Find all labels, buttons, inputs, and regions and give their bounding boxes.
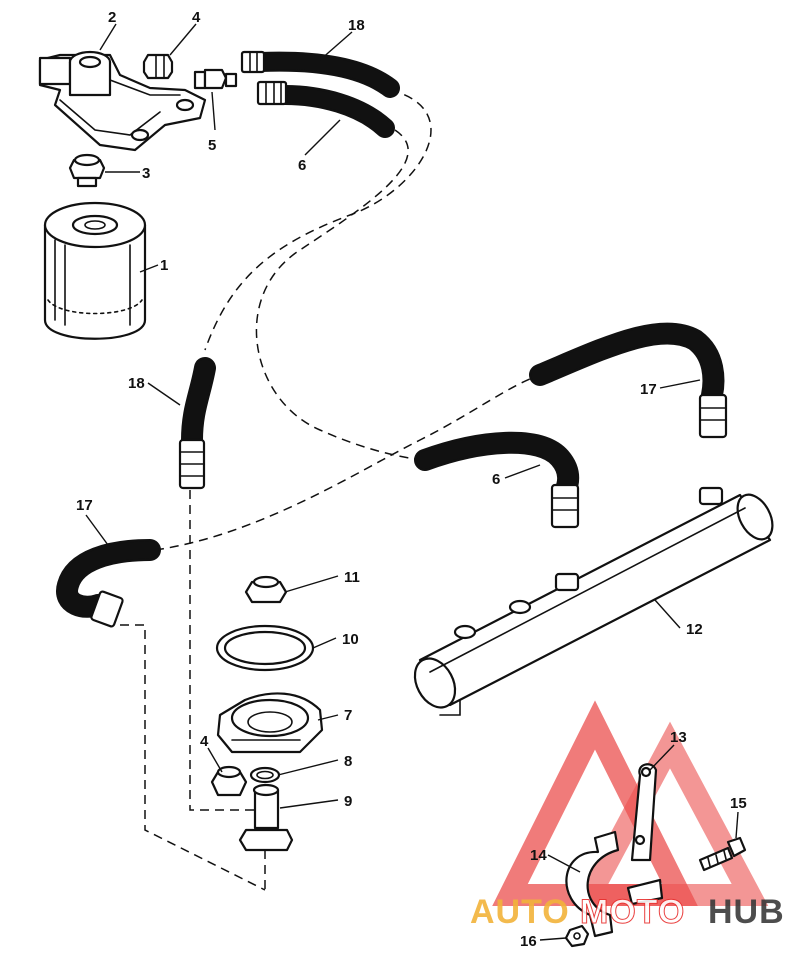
- part-1-oil-filter: [43, 201, 147, 340]
- part-9-connector: [238, 783, 294, 852]
- part-18-hose-top: [240, 50, 400, 98]
- watermark-text-left: AUTO: [470, 893, 570, 931]
- callout-5: 5: [208, 137, 216, 154]
- part-11-fitting: [244, 575, 288, 604]
- part-8-o-ring: [249, 766, 281, 784]
- callout-17-left: 17: [76, 497, 93, 514]
- watermark-logo: [492, 700, 769, 906]
- part-3-plug: [68, 153, 106, 188]
- callout-labels: 2 4 18 5 6 3 1 18 17 17 6 11 10 12 7 4 8…: [76, 9, 747, 950]
- watermark-triangle-right: [571, 721, 769, 906]
- part-13-bracket: [630, 763, 658, 862]
- callout-17-right: 17: [640, 381, 657, 398]
- callout-14: 14: [530, 847, 547, 864]
- watermark-text-right: HUB: [708, 893, 785, 931]
- part-17-hose-left: [56, 539, 161, 628]
- part-6-hose-middle: [414, 431, 580, 529]
- part-17-hose-right: [529, 322, 728, 439]
- callout-6-top: 6: [298, 157, 306, 174]
- callout-1: 1: [160, 257, 168, 274]
- part-6-hose-top: [256, 80, 395, 138]
- callout-6-middle: 6: [492, 471, 500, 488]
- part-4-adapter-bottom: [210, 765, 248, 797]
- callout-3: 3: [142, 165, 150, 182]
- callout-7: 7: [344, 707, 352, 724]
- callout-4-bottom: 4: [200, 733, 209, 750]
- part-15-bolt: [698, 836, 747, 872]
- part-10-gasket: [215, 624, 315, 672]
- callout-13: 13: [670, 729, 687, 746]
- part-18-hose-middle: [178, 357, 216, 490]
- callout-4-top: 4: [192, 9, 201, 26]
- callout-10: 10: [342, 631, 359, 648]
- part-2-filter-adapter: [38, 50, 207, 152]
- callout-12: 12: [686, 621, 703, 638]
- callout-15: 15: [730, 795, 747, 812]
- part-4-adapter-top: [142, 53, 174, 80]
- part-5-fitting: [193, 68, 238, 90]
- callout-2: 2: [108, 9, 116, 26]
- callout-11: 11: [344, 569, 360, 586]
- callout-16: 16: [520, 933, 537, 950]
- callout-9: 9: [344, 793, 352, 810]
- watermark-text: AUTO MOTO HUB: [470, 893, 785, 932]
- part-12-oil-cooler: [413, 486, 774, 716]
- callout-8: 8: [344, 753, 352, 770]
- callout-18-middle: 18: [128, 375, 145, 392]
- callout-18-top: 18: [348, 17, 365, 34]
- watermark-text-mid: MOTO: [580, 893, 685, 931]
- hose-routing-lines: [120, 89, 541, 891]
- part-14-clamp: [565, 830, 664, 938]
- leader-lines: [85, 23, 739, 941]
- part-7-adapter-plate: [216, 692, 324, 754]
